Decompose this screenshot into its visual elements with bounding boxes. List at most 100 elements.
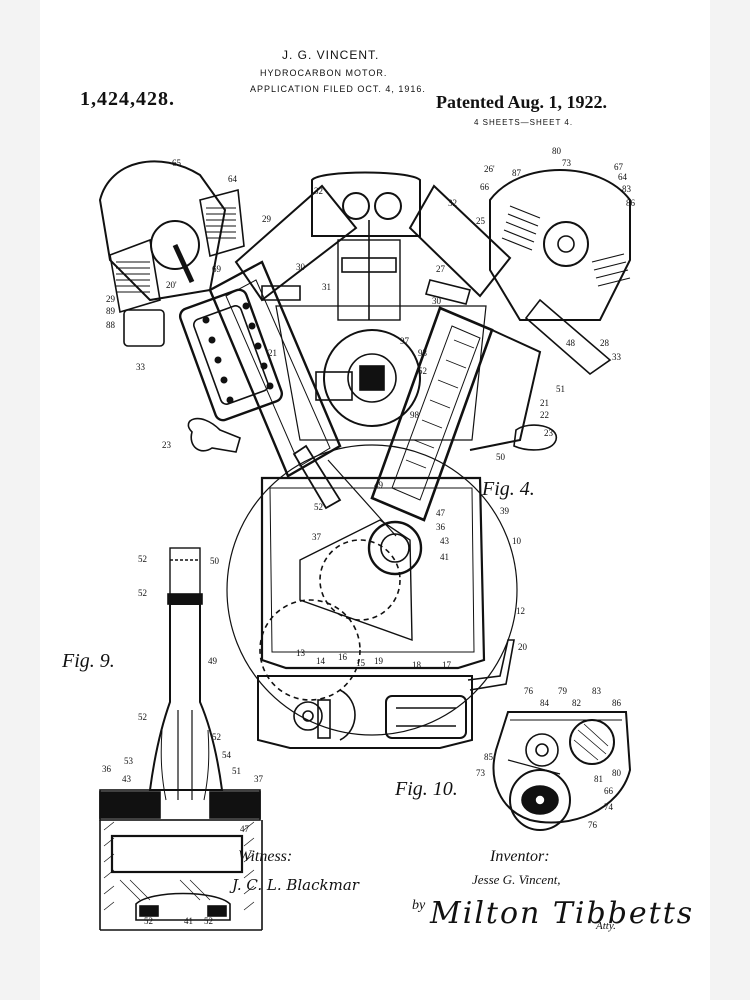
svg-text:47: 47: [240, 824, 250, 834]
svg-text:66: 66: [480, 182, 490, 192]
svg-text:23: 23: [162, 440, 172, 450]
svg-text:30: 30: [432, 296, 442, 306]
svg-text:51: 51: [232, 766, 241, 776]
svg-text:52: 52: [314, 502, 323, 512]
svg-text:83: 83: [592, 686, 602, 696]
svg-text:43: 43: [440, 536, 450, 546]
svg-text:23: 23: [544, 428, 554, 438]
svg-text:66: 66: [604, 786, 614, 796]
svg-text:76: 76: [524, 686, 534, 696]
svg-text:43: 43: [122, 774, 132, 784]
fig10-drawing: [492, 711, 632, 831]
svg-text:31: 31: [322, 282, 331, 292]
fig9-drawing: [99, 547, 263, 931]
svg-text:50: 50: [210, 556, 220, 566]
svg-text:76: 76: [588, 820, 598, 830]
svg-text:73: 73: [476, 768, 486, 778]
svg-text:33: 33: [136, 362, 146, 372]
svg-text:13: 13: [296, 648, 306, 658]
svg-text:84: 84: [540, 698, 550, 708]
witness-label: Witness:: [238, 848, 293, 865]
inventor-label: Inventor:: [490, 848, 550, 865]
patented-date: Patented Aug. 1, 1922.: [436, 92, 607, 112]
svg-text:47: 47: [436, 508, 446, 518]
svg-text:48: 48: [566, 338, 576, 348]
svg-text:79: 79: [558, 686, 568, 696]
svg-text:86: 86: [626, 198, 636, 208]
svg-text:50: 50: [496, 452, 506, 462]
svg-text:86: 86: [612, 698, 622, 708]
svg-text:16: 16: [338, 652, 348, 662]
witness-signature: J. C. L. Blackmar: [232, 876, 359, 894]
svg-text:51: 51: [556, 384, 565, 394]
svg-text:49: 49: [208, 656, 218, 666]
svg-text:87: 87: [512, 168, 522, 178]
svg-text:65: 65: [172, 158, 182, 168]
svg-text:18: 18: [412, 660, 422, 670]
svg-text:10: 10: [512, 536, 522, 546]
patent-number: 1,424,428.: [80, 88, 175, 110]
figure-9-label: Fig. 9.: [62, 650, 115, 672]
svg-text:12: 12: [516, 606, 525, 616]
svg-text:83: 83: [622, 184, 632, 194]
svg-text:20': 20': [166, 280, 177, 290]
svg-text:41: 41: [440, 552, 449, 562]
attorney-signature: Milton Tibbetts: [430, 896, 695, 931]
sheet-count: 4 SHEETS—SHEET 4.: [474, 118, 574, 127]
svg-text:54: 54: [222, 750, 232, 760]
svg-text:32: 32: [448, 198, 457, 208]
svg-text:81: 81: [594, 774, 603, 784]
svg-text:93: 93: [418, 348, 428, 358]
svg-text:73: 73: [562, 158, 572, 168]
svg-text:97: 97: [400, 336, 410, 346]
svg-text:17: 17: [442, 660, 452, 670]
svg-text:32: 32: [314, 186, 323, 196]
svg-text:39: 39: [500, 506, 510, 516]
fig4-drawing: [98, 160, 631, 749]
svg-text:52: 52: [144, 916, 153, 926]
svg-text:33: 33: [612, 352, 622, 362]
svg-text:41: 41: [184, 916, 193, 926]
svg-text:49: 49: [374, 480, 384, 490]
svg-text:85: 85: [484, 752, 494, 762]
svg-text:29: 29: [106, 294, 116, 304]
svg-text:64: 64: [618, 172, 628, 182]
inventor-name: Jesse G. Vincent,: [472, 872, 561, 887]
svg-text:80: 80: [552, 146, 562, 156]
svg-text:88: 88: [106, 320, 116, 330]
svg-text:82: 82: [572, 698, 581, 708]
svg-text:22: 22: [540, 410, 549, 420]
svg-text:52: 52: [418, 366, 427, 376]
figure-10-label: Fig. 10.: [395, 778, 458, 800]
svg-text:15: 15: [356, 658, 366, 668]
svg-text:98: 98: [410, 410, 420, 420]
svg-text:28: 28: [600, 338, 610, 348]
svg-text:89: 89: [106, 306, 116, 316]
svg-text:74: 74: [604, 802, 614, 812]
filing-date: APPLICATION FILED OCT. 4, 1916.: [250, 84, 426, 94]
svg-text:52: 52: [138, 554, 147, 564]
svg-text:80: 80: [612, 768, 622, 778]
svg-text:52: 52: [212, 732, 221, 742]
svg-text:14: 14: [316, 656, 326, 666]
svg-text:52: 52: [138, 712, 147, 722]
inventor-header: J. G. VINCENT.: [282, 48, 380, 62]
svg-text:25: 25: [476, 216, 486, 226]
svg-text:30: 30: [296, 262, 306, 272]
svg-text:69: 69: [212, 264, 222, 274]
svg-text:20: 20: [518, 642, 528, 652]
svg-text:26': 26': [484, 164, 495, 174]
svg-text:21: 21: [540, 398, 549, 408]
svg-text:53: 53: [124, 756, 134, 766]
svg-text:64: 64: [228, 174, 238, 184]
svg-text:19: 19: [374, 656, 384, 666]
patent-subject: HYDROCARBON MOTOR.: [260, 68, 388, 78]
figure-4-label: Fig. 4.: [482, 478, 535, 500]
svg-text:21: 21: [268, 348, 277, 358]
svg-text:37: 37: [254, 774, 264, 784]
by-label: by: [412, 898, 426, 913]
svg-text:36: 36: [436, 522, 446, 532]
svg-text:67: 67: [614, 162, 624, 172]
